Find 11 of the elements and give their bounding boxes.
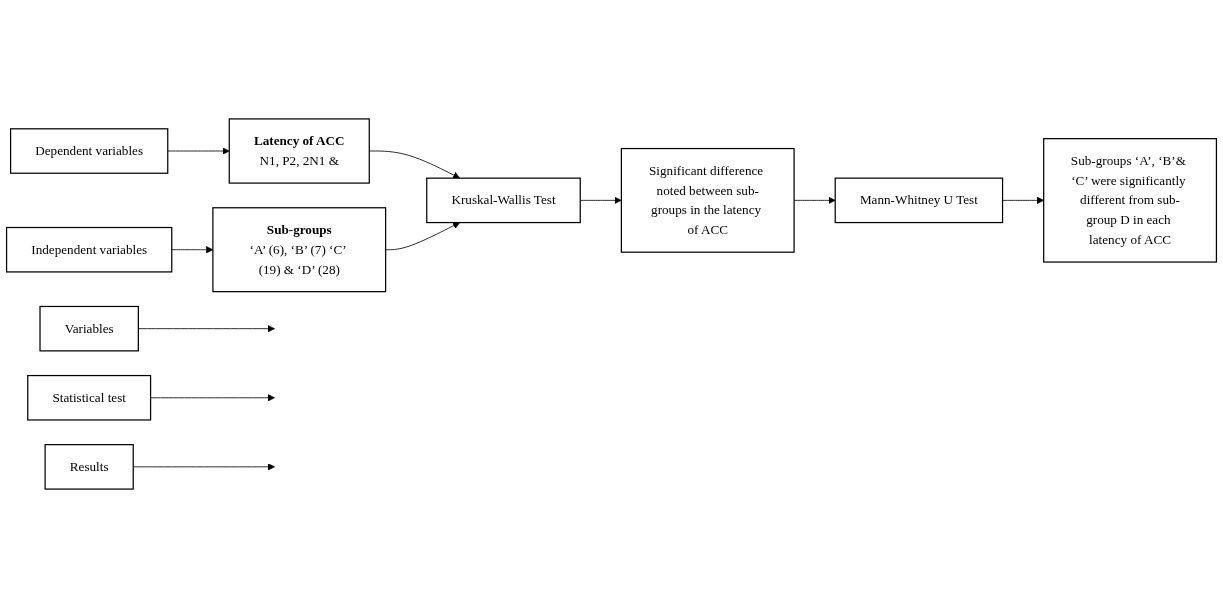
node-box: Latency of ACC N1, P2, 2N1 & xyxy=(228,118,370,184)
node-box: Significant difference noted between sub-groups in the latency of ACC xyxy=(620,147,795,253)
node-box: Independent variables xyxy=(5,226,173,273)
node-box: Mann-Whitney U Test xyxy=(834,177,1004,224)
node-box: Dependent variables xyxy=(10,128,169,174)
node-box: Sub-groups ‘A’ (6), ‘B’ (7) ‘C’ (19) & ‘D’ (28) xyxy=(212,207,387,293)
node-box: Results xyxy=(44,444,134,490)
node-box: Statistical test xyxy=(27,374,152,421)
node-box: Sub-groups ‘A’, ‘B’& ‘C’ were significantly different from sub-group D in each latency of ACC xyxy=(1043,138,1218,263)
node-box: Variables xyxy=(39,305,139,352)
node-box: Kruskal-Wallis Test xyxy=(426,177,581,224)
